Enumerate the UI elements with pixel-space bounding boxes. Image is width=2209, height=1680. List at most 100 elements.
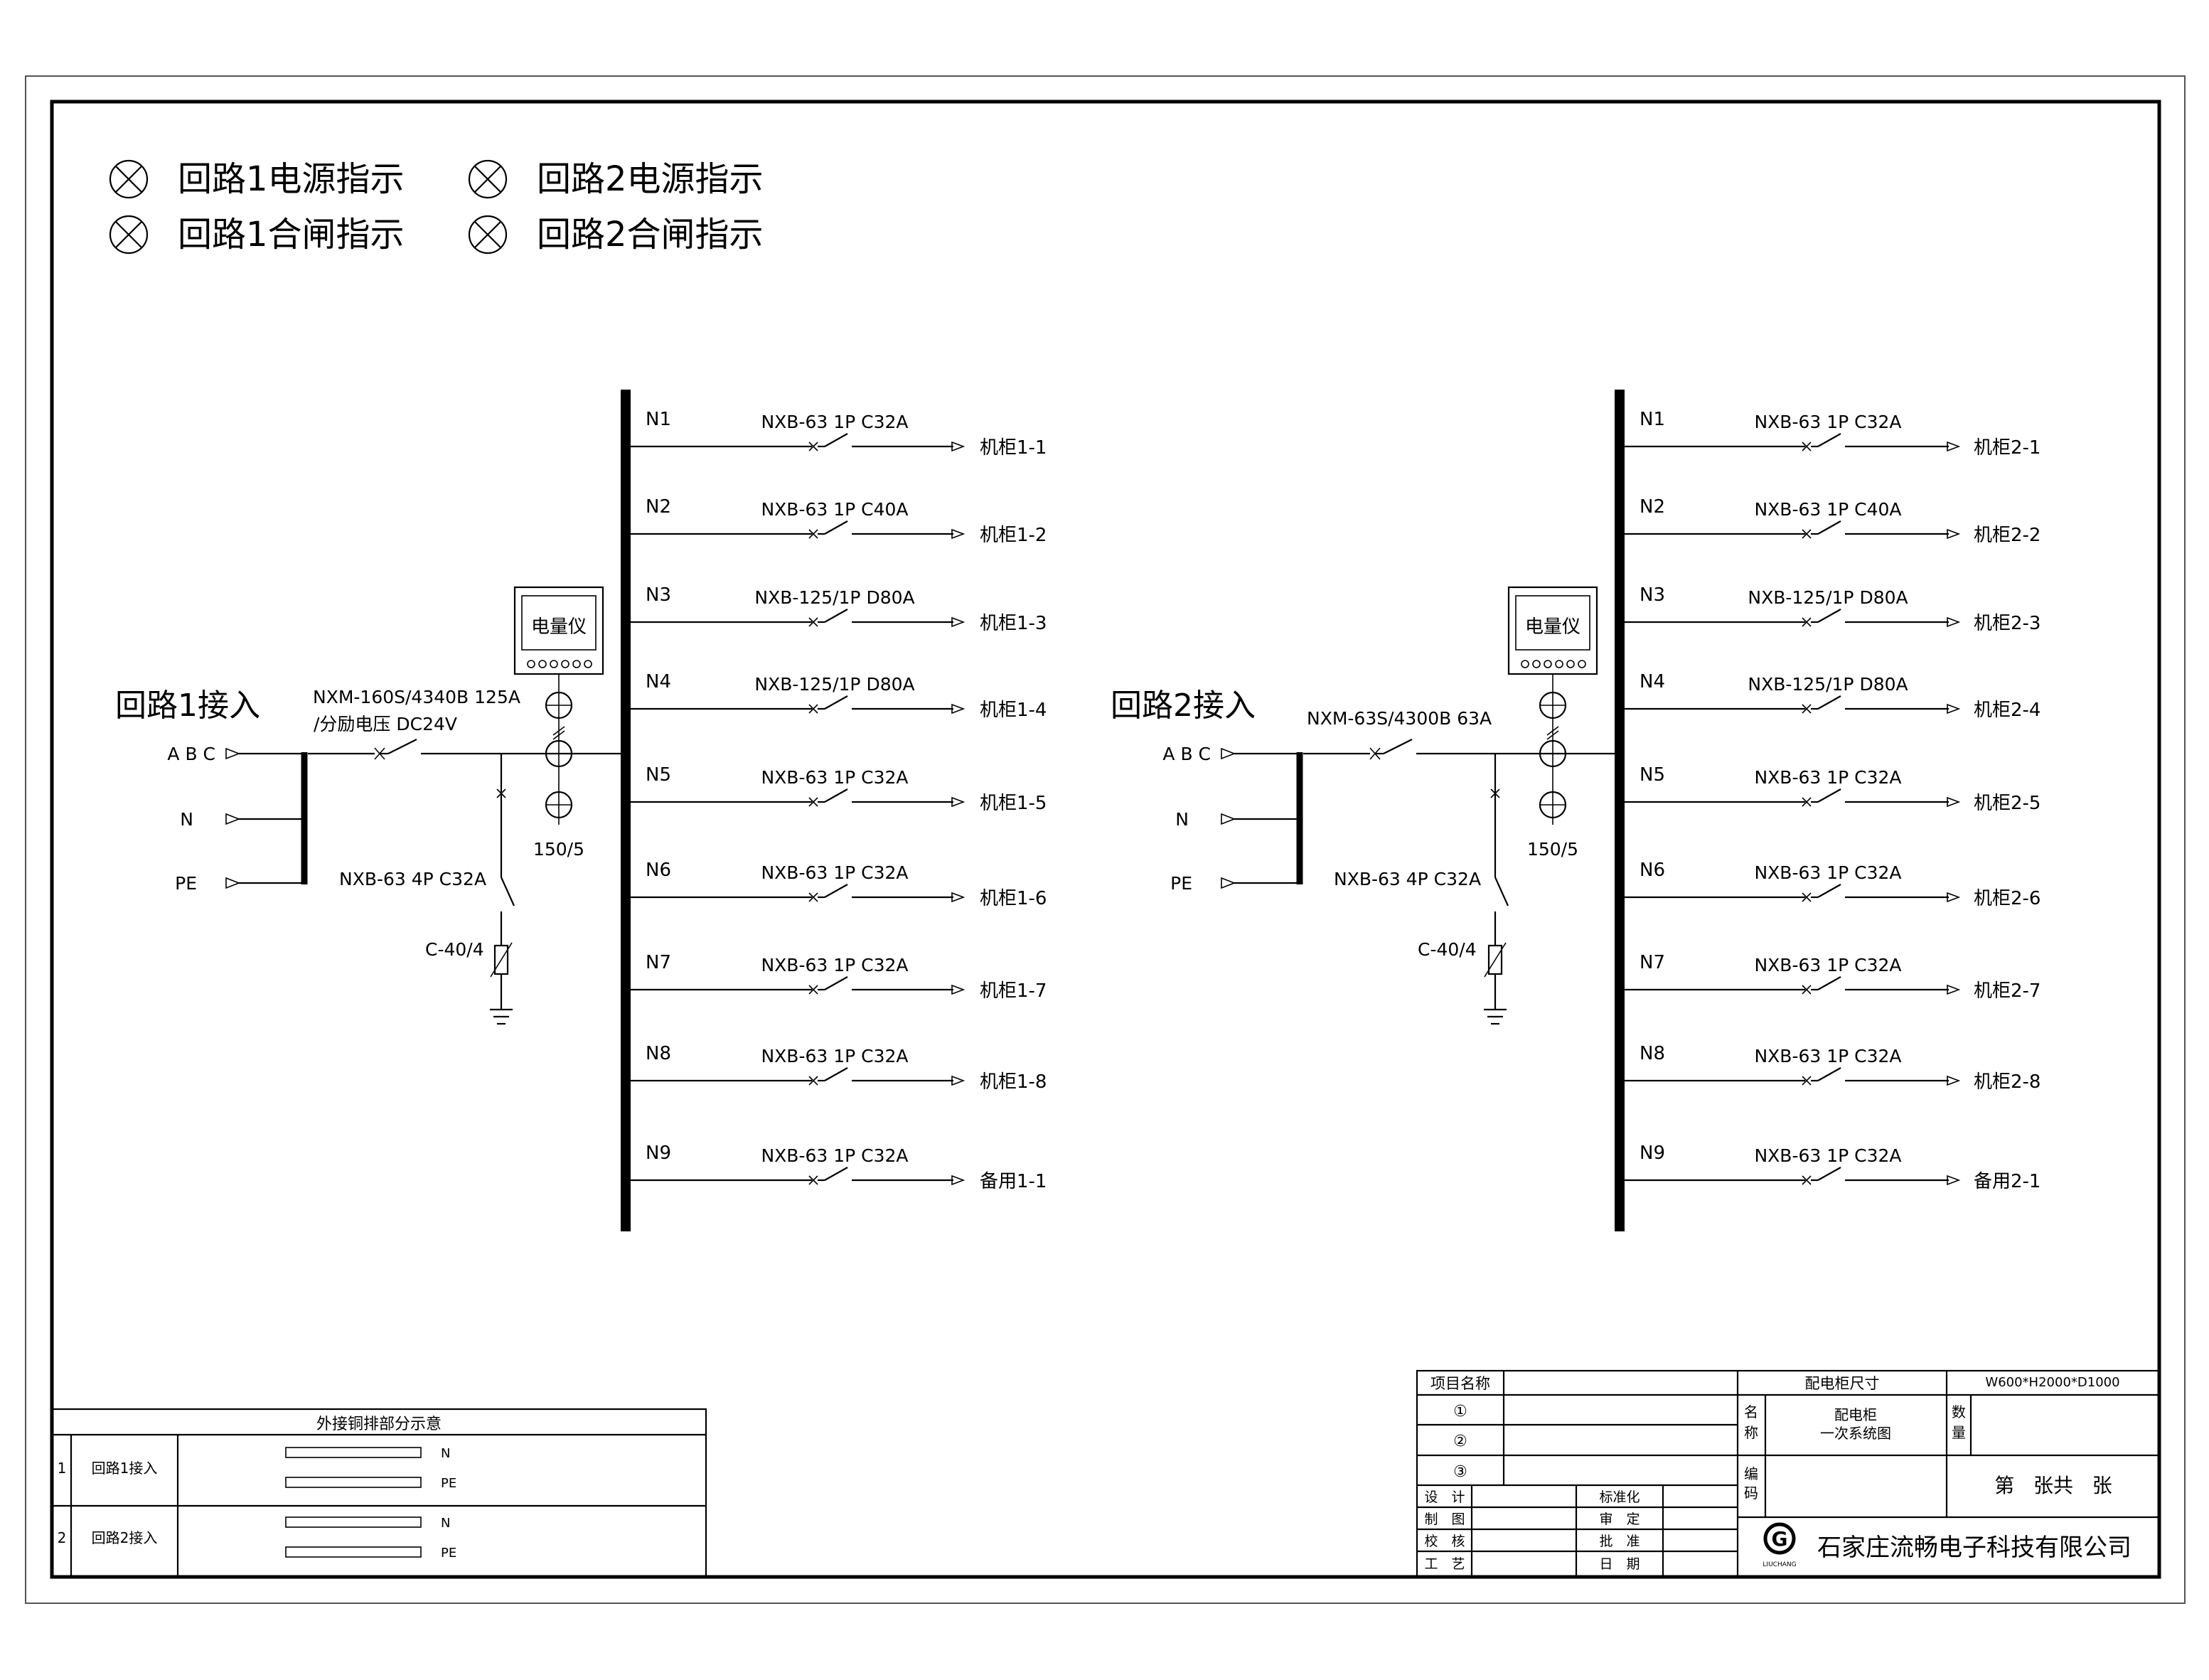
company-logo-icon: G LIUCHANG	[1763, 1522, 1797, 1568]
branch-load-label: 机柜1-8	[980, 1071, 1047, 1093]
cabinet-size-value: W600*H2000*D1000	[1985, 1375, 2119, 1390]
load-arrow-icon	[1947, 892, 1961, 903]
outer-frame	[25, 75, 2186, 1604]
circuit-1: 回路1接入 A B C N PE NXM-160S/4340B 125A /分励…	[115, 390, 1047, 1231]
incoming-title: 回路1接入	[115, 687, 260, 724]
load-arrow-icon	[951, 984, 966, 995]
branch-breaker-label: NXB-125/1P D80A	[754, 587, 914, 608]
current-transformer-icon	[545, 791, 573, 819]
spd-breaker-label: NXB-63 4P C32A	[1334, 869, 1481, 889]
load-arrow-icon	[1947, 703, 1961, 715]
item-number: ②	[1453, 1433, 1467, 1450]
incoming-section: 回路1接入 A B C N PE	[115, 687, 308, 894]
branch-load-label: 机柜1-7	[980, 980, 1047, 1002]
load-arrow-icon	[951, 703, 966, 715]
breaker-trip-icon	[808, 1076, 818, 1086]
branch-id: N1	[1640, 409, 1665, 430]
name-label: 称	[1744, 1424, 1758, 1441]
phase-label-abc: A B C	[1162, 744, 1211, 764]
surge-arrester-icon	[1484, 942, 1507, 978]
title-block: 项目名称 ① ② ③ 设 计 制 图 校 核 工 艺 标准化 审 定 批 准 日…	[1416, 1369, 2161, 1578]
inner-frame	[50, 100, 2161, 1579]
branch-id: N2	[646, 496, 671, 518]
load-arrow-icon	[1947, 984, 1961, 995]
surge-protection: NXB-63 4P C32A C-40/4	[339, 754, 515, 1025]
branch-load-label: 机柜2-3	[1974, 613, 2040, 634]
metering-section: 电量仪 150/5	[513, 586, 604, 860]
breaker-trip-icon	[808, 529, 818, 539]
branch-load-label: 机柜2-7	[1974, 980, 2040, 1002]
breaker-trip-icon	[1802, 442, 1812, 451]
branch-load-label: 机柜2-5	[1974, 793, 2040, 814]
branch-breaker-label: NXB-125/1P D80A	[1748, 674, 1908, 695]
current-transformer-icon	[1539, 739, 1567, 768]
breaker-trip-icon	[1802, 1175, 1812, 1185]
phase-label-abc: A B C	[167, 744, 215, 764]
drawing-name: 配电柜	[1834, 1406, 1877, 1423]
code-label: 码	[1744, 1484, 1758, 1502]
incoming-section: 回路2接入 A B C N PE	[1111, 687, 1303, 894]
busbar-table: 外接铜排部分示意 1 回路1接入 N PE 2 回路2接入 N PE	[50, 1408, 707, 1578]
load-arrow-icon	[951, 616, 966, 628]
phase-label-pe: PE	[175, 873, 197, 894]
breaker-trip-icon	[1802, 797, 1812, 807]
branch-breaker-label: NXB-63 1P C40A	[761, 499, 908, 520]
main-breaker-label: NXM-160S/4340B 125A	[313, 687, 520, 707]
branch-id: N2	[1640, 496, 1665, 518]
drawing-name: 一次系统图	[1820, 1425, 1891, 1442]
branch-load-label: 机柜1-2	[980, 525, 1047, 546]
indicator-label: 回路1电源指示	[178, 159, 405, 199]
spd-breaker-label: NXB-63 4P C32A	[339, 869, 486, 889]
branch-breaker-label: NXB-63 1P C32A	[761, 1046, 908, 1066]
branch-circuit: N2 NXB-63 1P C40A 机柜1-2	[626, 496, 1047, 546]
terminal-arrow-icon	[225, 747, 241, 760]
branch-load-label: 机柜1-5	[980, 793, 1047, 814]
busbar-table-title: 外接铜排部分示意	[316, 1416, 442, 1433]
phase-label-n: N	[180, 809, 193, 830]
item-number: ③	[1453, 1463, 1467, 1481]
main-breaker: NXM-63S/4300B 63A	[1303, 708, 1620, 760]
meter-button-icon	[527, 660, 592, 668]
busbar-row-number: 2	[58, 1529, 67, 1546]
branch-breaker-label: NXB-63 1P C32A	[1754, 767, 1901, 788]
branch-id: N4	[646, 671, 671, 692]
surge-protection: NXB-63 4P C32A C-40/4	[1334, 754, 1509, 1025]
breaker-trip-icon	[808, 985, 818, 995]
load-arrow-icon	[951, 528, 966, 540]
branch-load-label: 机柜1-4	[980, 700, 1047, 721]
breaker-trip-icon	[808, 797, 818, 807]
indicator-label: 回路2电源指示	[537, 159, 764, 199]
branch-load-label: 机柜1-6	[980, 888, 1047, 909]
name-label: 名	[1744, 1403, 1758, 1420]
phase-label-pe: PE	[1170, 873, 1192, 894]
cabinet-size-label: 配电柜尺寸	[1805, 1375, 1880, 1392]
current-transformer-icon	[1539, 691, 1567, 719]
item-number: ①	[1453, 1403, 1467, 1420]
breaker-trip-icon	[1802, 1076, 1812, 1086]
surge-arrester-icon	[490, 942, 513, 978]
breaker-trip-icon	[808, 892, 818, 902]
branch-id: N6	[1640, 860, 1665, 881]
power-meter: 电量仪	[1507, 586, 1598, 675]
breaker-trip-icon	[496, 788, 506, 798]
load-arrow-icon	[951, 796, 966, 808]
branch-load-label: 机柜1-3	[980, 613, 1047, 634]
role-label: 日 期	[1599, 1556, 1640, 1572]
breaker-trip-icon	[1490, 788, 1500, 798]
branch-id: N9	[1640, 1143, 1665, 1164]
busbar-bar	[285, 1447, 422, 1458]
branch-id: N1	[646, 409, 671, 430]
indicator-legend: 回路1电源指示 回路2电源指示 回路1合闸指示 回路2合闸指示	[109, 159, 764, 255]
indicator-lamp-icon	[468, 215, 508, 255]
branch-breaker-label: NXB-63 1P C32A	[1754, 1046, 1901, 1066]
load-arrow-icon	[1947, 1175, 1961, 1186]
main-breaker-label: NXM-63S/4300B 63A	[1307, 708, 1492, 729]
indicator-lamp-icon	[109, 159, 149, 199]
current-transformer-icon	[1539, 791, 1567, 819]
